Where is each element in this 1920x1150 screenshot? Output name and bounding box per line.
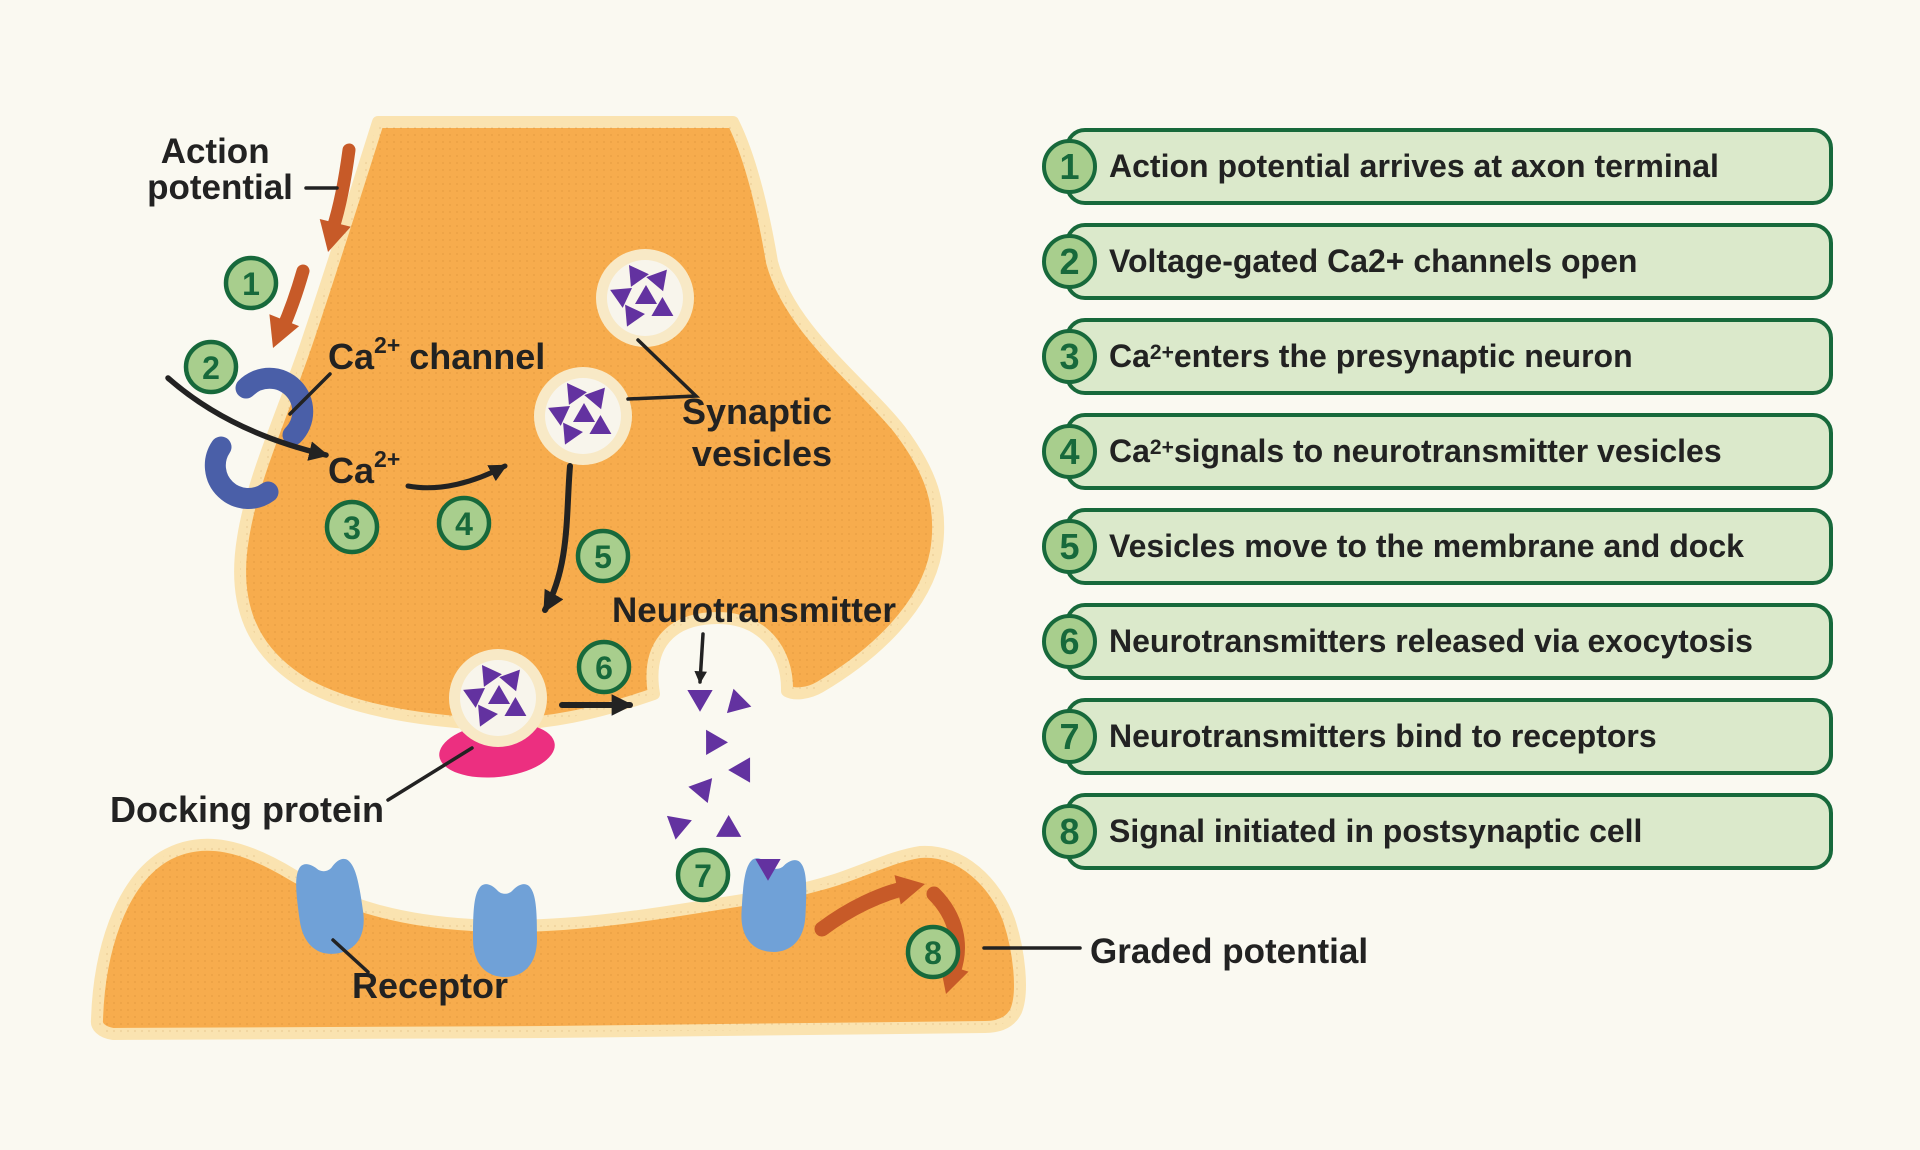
calcium-channel-icon (235, 367, 314, 446)
synaptic-vesicles-pointer (626, 338, 701, 401)
legend-item-text: Action potential arrives at axon termina… (1109, 148, 1719, 184)
graded-potential-arrow (814, 875, 925, 937)
legend-step-badge: 1 (1042, 139, 1097, 194)
neurotransmitter-pointer-arrow (694, 632, 707, 684)
legend-step-badge: 7 (1042, 709, 1097, 764)
released-neurotransmitters (663, 688, 781, 881)
svg-text:1: 1 (242, 266, 260, 302)
legend-item-1: 1 Action potential arrives at axon termi… (1042, 128, 1833, 205)
svg-text:7: 7 (694, 858, 712, 894)
action-potential-arrow (269, 264, 310, 348)
legend-step-badge: 3 (1042, 329, 1097, 384)
legend-item-text: Neurotransmitters bind to receptors (1109, 718, 1657, 754)
legend-item-5: 5 Vesicles move to the membrane and dock (1042, 508, 1833, 585)
svg-text:3: 3 (343, 510, 361, 546)
ca-channel-label: Ca2+channel (328, 332, 545, 377)
svg-text:4: 4 (455, 506, 473, 542)
calcium-signal-arrow (405, 463, 508, 491)
synaptic-vesicle (534, 367, 632, 465)
legend-step-badge: 6 (1042, 614, 1097, 669)
graded-potential-label: Graded potential (1090, 932, 1368, 971)
legend-step-badge: 5 (1042, 519, 1097, 574)
ca-channel-pointer (288, 372, 332, 416)
step-marker-3: 3 (324, 499, 380, 555)
svg-text:8: 8 (924, 935, 942, 971)
receptor-pointer (331, 938, 370, 974)
legend-item-text: Signal initiated in postsynaptic cell (1109, 813, 1643, 849)
synaptic-vesicles-label: Synaptic vesicles (682, 391, 842, 474)
legend-step-badge: 8 (1042, 804, 1097, 859)
vesicle-move-arrow (542, 463, 573, 613)
receptor-shape (739, 857, 809, 954)
step-marker-8: 8 (905, 924, 961, 980)
docking-protein-pointer (386, 746, 474, 802)
calcium-channel-icon (204, 436, 279, 509)
legend-step-badge: 2 (1042, 234, 1097, 289)
synaptic-vesicle (596, 249, 694, 347)
legend-item-text: Neurotransmitters released via exocytosi… (1109, 623, 1753, 659)
legend-item-6: 6 Neurotransmitters released via exocyto… (1042, 603, 1833, 680)
postsynaptic-texture (96, 844, 1020, 1034)
neurotransmitter-label: Neurotransmitter (612, 591, 896, 630)
legend-item-7: 7 Neurotransmitters bind to receptors (1042, 698, 1833, 775)
receptor-label: Receptor (352, 965, 508, 1006)
step-marker-2: 2 (183, 339, 239, 395)
action-potential-arrow (319, 143, 356, 252)
step-marker-1: 1 (223, 255, 279, 311)
legend-item-text: Vesicles move to the membrane and dock (1109, 528, 1744, 564)
docked-vesicle (449, 649, 547, 747)
svg-text:5: 5 (594, 539, 612, 575)
legend-item-text: Voltage-gated Ca2+ channels open (1109, 243, 1638, 279)
legend-item-8: 8 Signal initiated in postsynaptic cell (1042, 793, 1833, 870)
legend-item-2: 2 Voltage-gated Ca2+ channels open (1042, 223, 1833, 300)
step-marker-5: 5 (575, 528, 631, 584)
receptor-shape (473, 884, 537, 977)
step-marker-4: 4 (436, 495, 492, 551)
ca-ion-label: Ca2+ (328, 446, 400, 491)
svg-text:6: 6 (595, 650, 613, 686)
action-potential-label: Action potential (147, 132, 293, 207)
calcium-entry-arrow (165, 375, 329, 461)
docking-protein-label: Docking protein (110, 789, 384, 830)
step-marker-6: 6 (576, 639, 632, 695)
svg-text:2: 2 (202, 350, 220, 386)
legend-step-badge: 4 (1042, 424, 1097, 479)
step-marker-7: 7 (675, 847, 731, 903)
